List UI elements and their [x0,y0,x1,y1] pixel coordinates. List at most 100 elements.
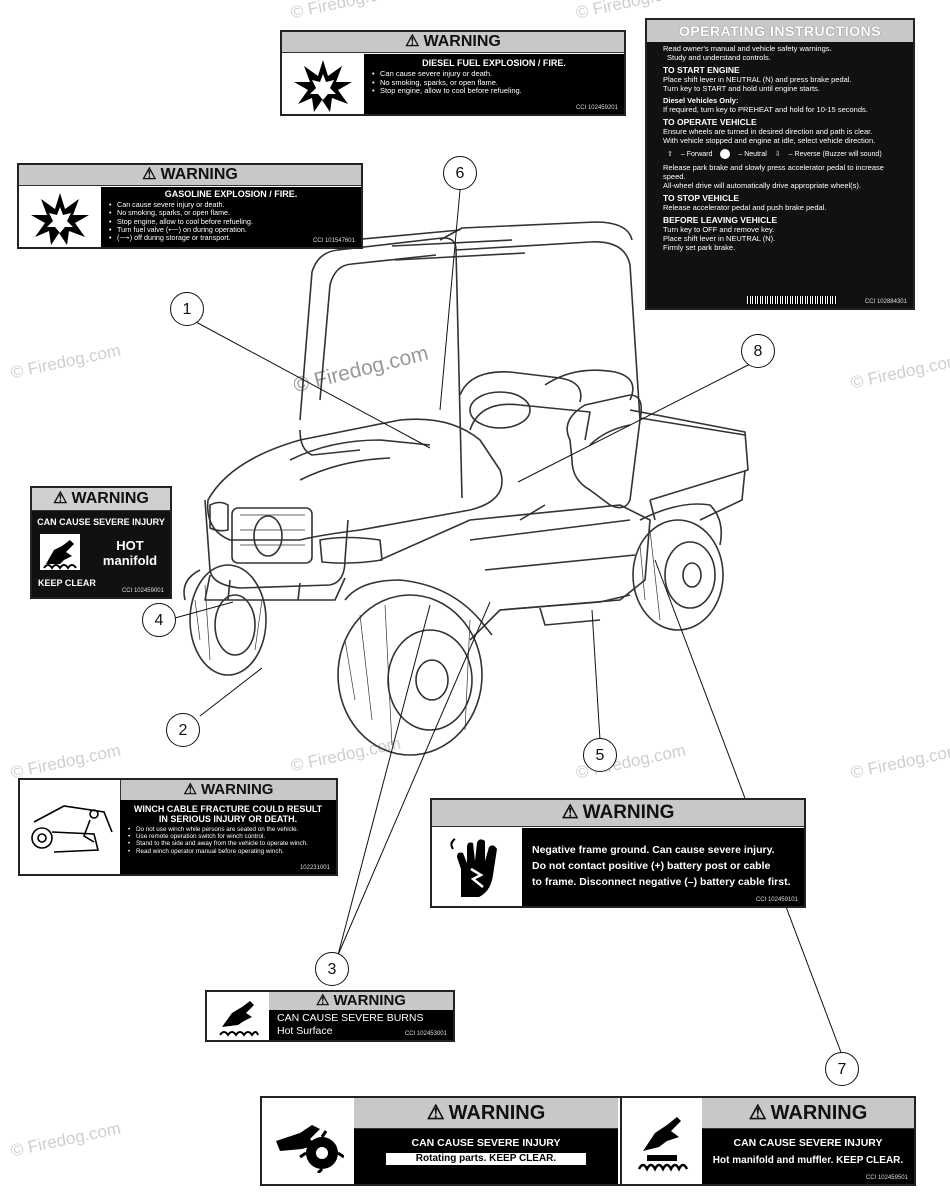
operating-item: Turn key to OFF and remove key. [663,225,775,234]
operating-item: All-wheel drive will automatically drive… [663,181,861,190]
neutral-text: – Neutral [738,150,767,158]
label-rotating-parts-muffler-warning: ⚠WARNING CAN CAUSE SEVERE INJURY Rotatin… [260,1096,916,1186]
warning-heading: WARNING [770,1102,868,1124]
diesel-title: DIESEL FUEL EXPLOSION / FIRE. [422,58,566,68]
label-diesel-fuel-warning: ⚠WARNING DIESEL FUEL EXPLOSION / FIRE. C… [280,30,626,116]
callout-5: 5 [583,738,617,772]
operating-item: Ensure wheels are turned in desired dire… [663,127,873,136]
callout-8: 8 [741,334,775,368]
warning-triangle-icon: ⚠ [142,166,157,183]
operating-heading: BEFORE LEAVING VEHICLE [663,215,778,225]
manifold-line1: CAN CAUSE SEVERE INJURY [37,517,165,527]
operating-item: Release park brake and slowly press acce… [663,163,884,181]
warning-triangle-icon: ⚠ [748,1102,767,1124]
rotating-line1: CAN CAUSE SEVERE INJURY [411,1137,561,1149]
warning-triangle-icon: ⚠ [561,802,579,823]
warning-triangle-icon: ⚠ [183,781,197,798]
operating-item: Release accelerator pedal and push brake… [663,203,827,212]
operating-item: Place shift lever in NEUTRAL (N). [663,234,776,243]
operating-item: If required, turn key to PREHEAT and hol… [663,105,868,114]
muffler-line1: CAN CAUSE SEVERE INJURY [733,1137,883,1149]
gasoline-bullet: (⟶) off during storage or transport. [109,233,355,242]
reverse-text: – Reverse (Buzzer will sound) [788,150,882,158]
warning-triangle-icon: ⚠ [405,33,420,50]
manifold-text: manifold [102,553,158,568]
gasoline-bullet: Can cause severe injury or death. [109,200,355,209]
burns-line1: CAN CAUSE SEVERE BURNS [277,1012,424,1024]
warning-triangle-icon: ⚠ [316,992,330,1009]
wheel-rear [632,519,724,631]
electric-shock-hand-icon [432,828,522,906]
barcode [747,296,837,304]
gasoline-bullet: No smoking, sparks, or open flame. [109,208,355,217]
winch-bullet: Use remote operation switch for winch co… [128,833,330,840]
warning-triangle-icon: ⚠ [426,1102,445,1124]
explosion-icon [282,54,364,114]
forward-text: – Forward [680,150,713,158]
operating-item: Firmly set park brake. [663,243,736,252]
gasoline-title: GASOLINE EXPLOSION / FIRE. [164,189,298,199]
rotating-parts-hand-icon [262,1098,354,1184]
hood [206,418,503,541]
reverse-arrow-icon: ⇩ [774,151,781,158]
part-code: CCI 102459101 [755,897,798,903]
battery-text-line: Do not contact positive (+) battery post… [532,860,771,872]
direction-legend: ⇧ – Forward – Neutral ⇩ – Reverse (Buzzer … [667,149,905,159]
warning-triangle-icon: ⚠ [53,490,68,507]
label-hot-surface-warning: ⚠WARNING CAN CAUSE SEVERE BURNS Hot Surf… [205,990,455,1042]
winch-title: IN SERIOUS INJURY OR DEATH. [158,814,298,824]
operating-intro: Study and understand controls. [667,53,771,62]
label-hot-manifold-warning: ⚠WARNING CAN CAUSE SEVERE INJURY HOT man… [30,486,172,599]
battery-text-line: Negative frame ground. Can cause severe … [532,844,775,856]
callout-6: 6 [443,156,477,190]
rotating-line2: Rotating parts. KEEP CLEAR. [386,1153,586,1165]
hot-hand-icon [40,534,80,570]
callout-3: 3 [315,952,349,986]
winch-bullet: Read winch operator manual before operat… [128,848,330,855]
wheel-front-left [189,564,267,676]
burns-line2: Hot Surface [277,1025,333,1037]
part-code: CCI 102459201 [575,105,618,111]
warning-heading: WARNING [160,166,238,183]
winch-bullet: Stand to the side and away from the vehi… [128,840,330,847]
warning-heading: WARNING [582,802,675,823]
operating-heading: TO OPERATE VEHICLE [663,117,757,127]
callout-1: 1 [170,292,204,326]
wheel-front-right [337,594,483,756]
part-code: CCI 102459001 [121,588,164,594]
diesel-bullet: Can cause severe injury or death. [372,69,618,79]
operating-heading: TO STOP VEHICLE [663,193,740,203]
operating-item: Turn key to START and hold until engine … [663,84,820,93]
part-code: CCI 101547601 [312,238,355,244]
operating-item: With vehicle stopped and engine at idle,… [663,136,876,145]
part-code: 102231001 [299,865,330,871]
part-code: CCI 102884301 [864,299,907,305]
winch-title: WINCH CABLE FRACTURE COULD RESULT [133,804,323,814]
callout-7: 7 [825,1052,859,1086]
callout-2: 2 [166,713,200,747]
warning-heading: WARNING [333,992,406,1009]
label-gasoline-warning: ⚠WARNING GASOLINE EXPLOSION / FIRE. Can … [17,163,363,249]
rops-right [455,241,641,421]
hot-text: HOT [116,538,144,553]
operating-title: OPERATING INSTRUCTIONS [647,20,913,42]
gasoline-bullet: Stop engine, allow to cool before refuel… [109,217,355,226]
forward-arrow-icon: ⇧ [667,151,673,158]
operating-intro: Read owner's manual and vehicle safety w… [663,44,832,53]
hot-surface-hand-icon [207,992,269,1040]
neutral-icon [720,149,731,159]
keep-clear-text: KEEP CLEAR [38,578,96,588]
winch-operator-icon [20,780,120,874]
muffler-line2: Hot manifold and muffler. KEEP CLEAR. [712,1155,904,1166]
label-operating-instructions: OPERATING INSTRUCTIONS Read owner's manu… [645,18,915,310]
label-winch-warning: ⚠WARNING WINCH CABLE FRACTURE COULD RESU… [18,778,338,876]
part-code: CCI 102459501 [865,1175,908,1181]
operating-heading: TO START ENGINE [663,65,740,75]
winch-bullet: Do not use winch while persons are seate… [128,826,330,833]
warning-heading: WARNING [71,490,149,507]
gasoline-bullet: Turn fuel valve (⟵) on during operation. [109,225,355,234]
battery-text-line: to frame. Disconnect negative (–) batter… [532,876,791,888]
operating-heading: Diesel Vehicles Only: [663,96,739,105]
warning-heading: WARNING [448,1102,546,1124]
